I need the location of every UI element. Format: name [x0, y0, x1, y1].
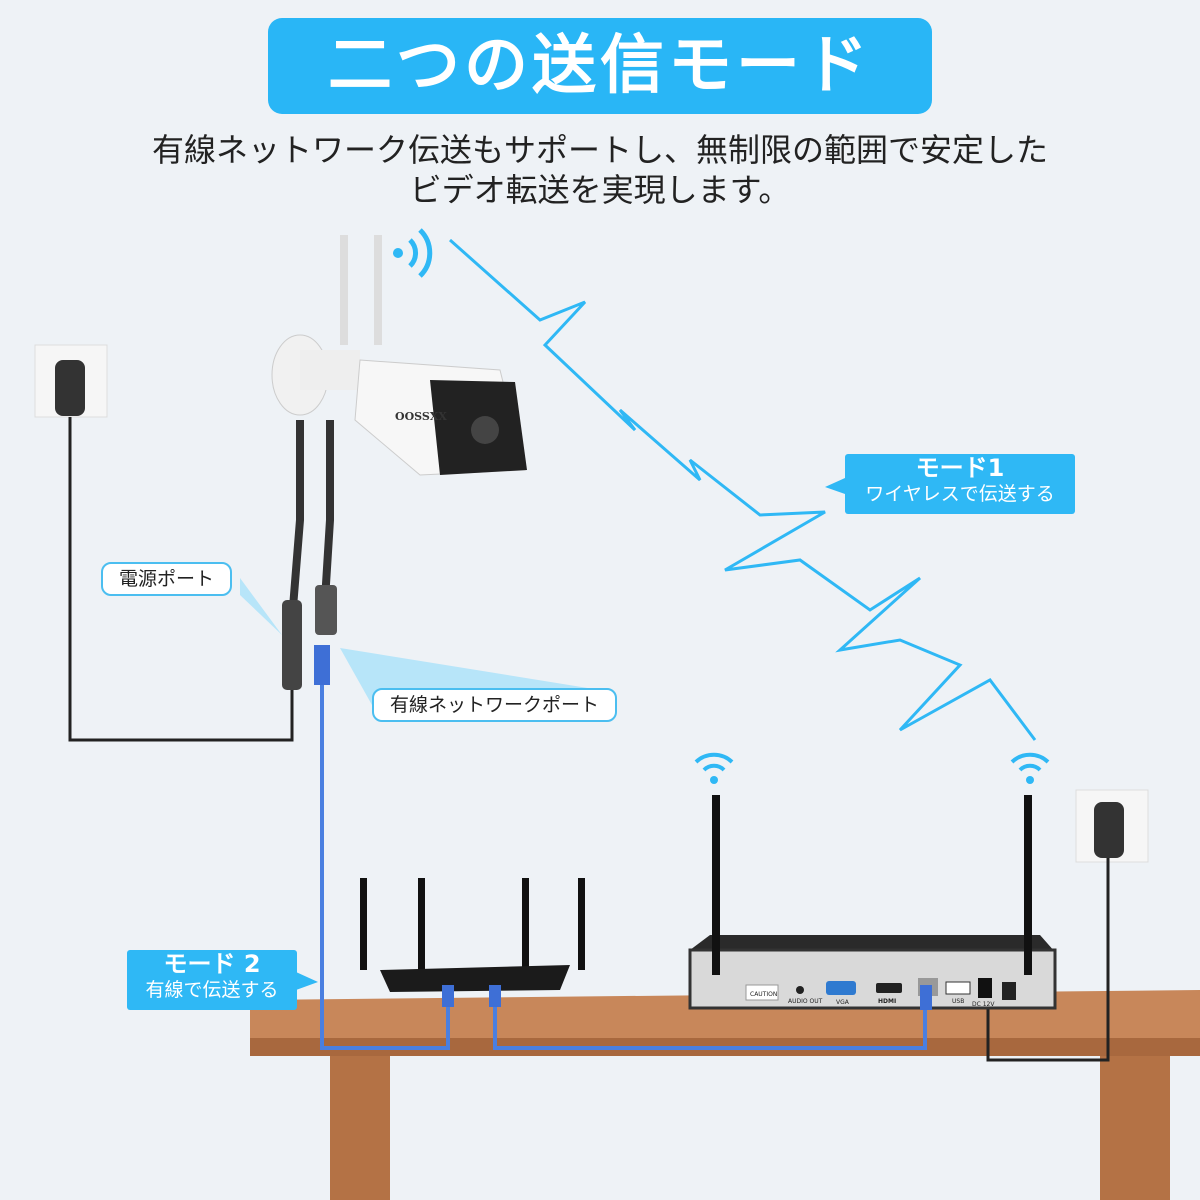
nvr: CAUTION AUDIO OUT VGA HDMI USB DC 12V: [688, 795, 1057, 1010]
lan-plug-camera: [314, 645, 330, 685]
subtitle-line-1: 有線ネットワーク伝送もサポートし、無制限の範囲で安定した: [151, 131, 1048, 169]
power-cable-nvr: [986, 858, 1110, 1062]
router: [360, 878, 585, 1007]
wall-outlet-right: [1075, 789, 1149, 863]
svg-text:AUDIO OUT: AUDIO OUT: [788, 998, 823, 1005]
wifi-signal-icon: [393, 228, 433, 278]
lan-cable-nvr: [493, 1005, 927, 1050]
mode2-desc: 有線で伝送する: [145, 979, 279, 1001]
network-port-callout: 有線ネットワークポート: [372, 688, 618, 722]
page-title: 二つの送信モード: [268, 18, 932, 114]
wall-outlet-left: [34, 344, 108, 418]
subtitle-line-2: ビデオ転送を実現します。: [409, 171, 791, 209]
svg-text:CAUTION: CAUTION: [750, 991, 777, 998]
table: [250, 990, 1200, 1200]
wireless-signal-line: [449, 238, 1037, 741]
wifi-icon-nvr-left: [694, 752, 734, 784]
svg-text:OOSSXX: OOSSXX: [395, 410, 447, 423]
mode2-title: モード 2: [163, 950, 261, 978]
svg-text:DC 12V: DC 12V: [972, 1001, 995, 1008]
power-cable-camera: [68, 417, 294, 742]
svg-text:USB: USB: [952, 998, 964, 1005]
mode1-title: モード1: [915, 454, 1005, 482]
camera: OOSSXX: [271, 235, 527, 690]
mode1-tag: モード1 ワイヤレスで伝送する: [845, 454, 1075, 514]
mode1-desc: ワイヤレスで伝送する: [865, 483, 1055, 505]
svg-text:HDMI: HDMI: [878, 998, 896, 1005]
power-port-callout: 電源ポート: [101, 562, 233, 596]
wifi-icon-nvr-right: [1010, 752, 1050, 784]
mode2-tag: モード 2 有線で伝送する: [127, 950, 297, 1010]
svg-text:VGA: VGA: [836, 999, 850, 1006]
lan-cable-camera: [320, 660, 450, 1050]
